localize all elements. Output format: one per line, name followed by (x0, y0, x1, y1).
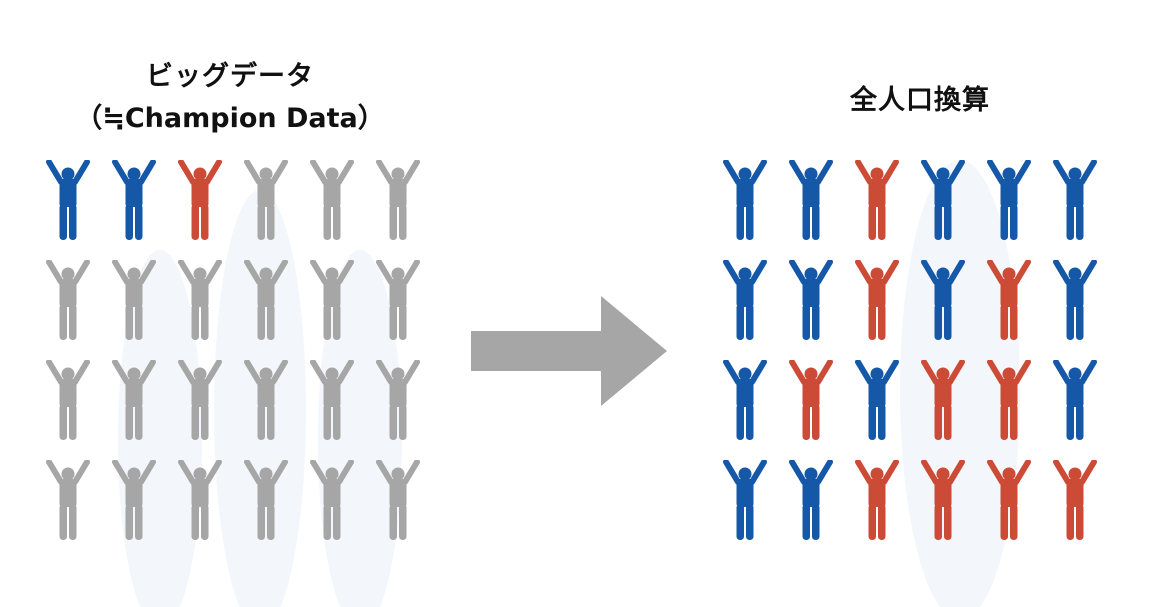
person-arms-up-icon (723, 460, 767, 540)
person-arms-up-icon (789, 460, 833, 540)
person-arms-up-icon (244, 360, 288, 440)
person-arms-up-icon (46, 260, 90, 340)
person-arms-up-icon (723, 160, 767, 240)
person-arms-up-icon (987, 160, 1031, 240)
person-arms-up-icon (921, 260, 965, 340)
person-arms-up-icon (112, 260, 156, 340)
person-arms-up-icon (1053, 460, 1097, 540)
person-arms-up-icon (46, 460, 90, 540)
sample-people-grid (44, 160, 422, 542)
person-arms-up-icon (244, 460, 288, 540)
person-arms-up-icon (855, 160, 899, 240)
person-arms-up-icon (376, 360, 420, 440)
person-arms-up-icon (1053, 160, 1097, 240)
arrow-right-icon (471, 296, 667, 406)
person-arms-up-icon (178, 160, 222, 240)
person-arms-up-icon (1053, 260, 1097, 340)
person-arms-up-icon (244, 160, 288, 240)
person-arms-up-icon (112, 360, 156, 440)
person-arms-up-icon (244, 260, 288, 340)
person-arms-up-icon (376, 260, 420, 340)
person-arms-up-icon (855, 260, 899, 340)
left-title-line1: ビッグデータ (146, 61, 314, 92)
person-arms-up-icon (921, 460, 965, 540)
person-arms-up-icon (112, 160, 156, 240)
right-title: 全人口換算 (850, 85, 990, 116)
person-arms-up-icon (723, 260, 767, 340)
person-arms-up-icon (987, 460, 1031, 540)
person-arms-up-icon (1053, 360, 1097, 440)
person-arms-up-icon (310, 260, 354, 340)
person-arms-up-icon (376, 460, 420, 540)
person-arms-up-icon (178, 460, 222, 540)
person-arms-up-icon (310, 160, 354, 240)
person-arms-up-icon (112, 460, 156, 540)
population-people-grid (721, 160, 1099, 542)
person-arms-up-icon (376, 160, 420, 240)
person-arms-up-icon (46, 160, 90, 240)
person-arms-up-icon (178, 260, 222, 340)
person-arms-up-icon (921, 160, 965, 240)
person-arms-up-icon (987, 360, 1031, 440)
person-arms-up-icon (178, 360, 222, 440)
person-arms-up-icon (789, 160, 833, 240)
person-arms-up-icon (310, 460, 354, 540)
left-title-line2: （≒Champion Data） (75, 103, 385, 134)
person-arms-up-icon (789, 260, 833, 340)
person-arms-up-icon (855, 460, 899, 540)
person-arms-up-icon (310, 360, 354, 440)
person-arms-up-icon (789, 360, 833, 440)
person-arms-up-icon (987, 260, 1031, 340)
person-arms-up-icon (855, 360, 899, 440)
person-arms-up-icon (46, 360, 90, 440)
person-arms-up-icon (723, 360, 767, 440)
person-arms-up-icon (921, 360, 965, 440)
